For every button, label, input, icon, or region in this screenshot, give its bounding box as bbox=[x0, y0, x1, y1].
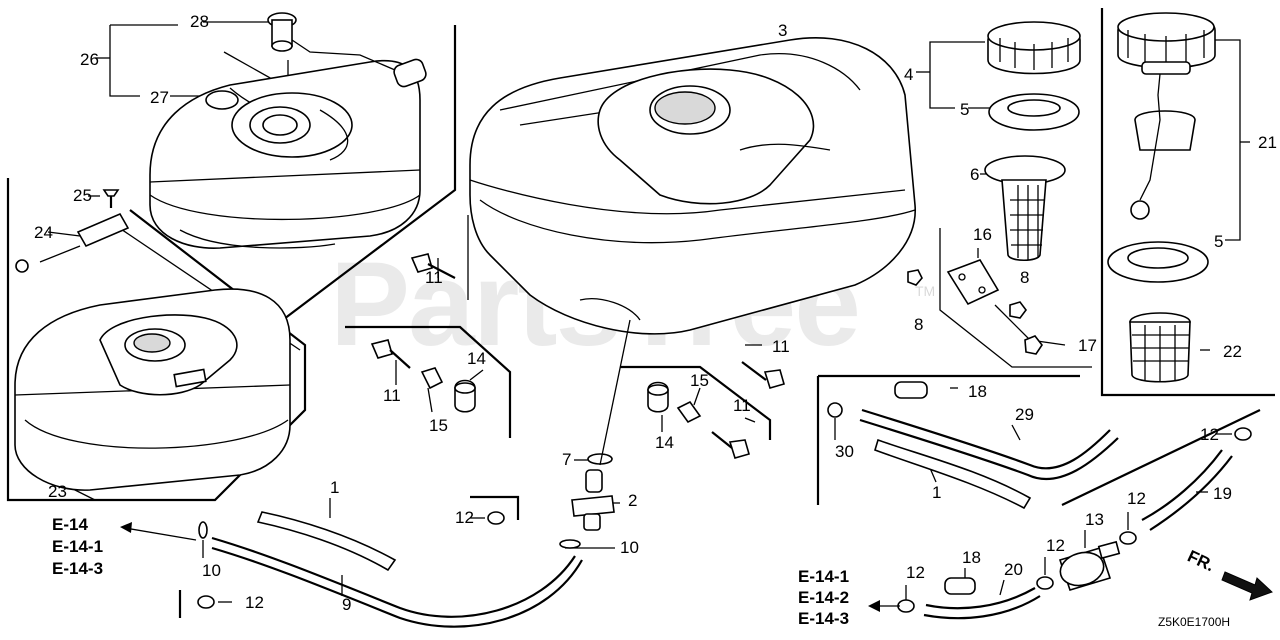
collar-part-15[interactable] bbox=[420, 367, 702, 424]
nut-part-17[interactable] bbox=[1024, 335, 1043, 355]
part-number-label-11[interactable]: 11 bbox=[733, 396, 751, 415]
part-number-label-11[interactable]: 11 bbox=[772, 337, 790, 356]
part-number-label-9[interactable]: 9 bbox=[342, 595, 351, 614]
ref-right-2[interactable]: E-14-3 bbox=[798, 609, 849, 628]
fuel-tube-part-29[interactable] bbox=[859, 408, 1119, 481]
fuel-tube-part-20[interactable] bbox=[923, 587, 1041, 620]
part-number-label-20[interactable]: 20 bbox=[1004, 560, 1023, 579]
fuel-tube-part-1[interactable] bbox=[256, 438, 1032, 572]
part-number-label-17[interactable]: 17 bbox=[1078, 336, 1097, 355]
part-number-label-12[interactable]: 12 bbox=[1200, 425, 1219, 444]
part-number-label-14[interactable]: 14 bbox=[655, 433, 674, 452]
clip-part-30[interactable] bbox=[827, 402, 843, 418]
fuel-valve-part-2[interactable] bbox=[571, 469, 615, 531]
part-number-label-1[interactable]: 1 bbox=[330, 478, 339, 497]
part-number-label-12[interactable]: 12 bbox=[455, 508, 474, 527]
ref-right-1[interactable]: E-14-2 bbox=[798, 588, 849, 607]
watermark-trademark: TM bbox=[915, 283, 935, 299]
fuel-filter-part-13[interactable] bbox=[1057, 540, 1121, 591]
part-number-label-11[interactable]: 11 bbox=[425, 268, 443, 287]
arrow-right-icon bbox=[1221, 571, 1273, 601]
part-number-label-29[interactable]: 29 bbox=[1015, 405, 1034, 424]
fuel-tank-small[interactable] bbox=[149, 59, 421, 249]
part-number-label-21[interactable]: 21 bbox=[1258, 133, 1277, 152]
part-number-label-4[interactable]: 4 bbox=[904, 65, 913, 84]
clip-part-10[interactable] bbox=[198, 521, 581, 549]
strainer-part-22[interactable] bbox=[1129, 312, 1191, 383]
part-number-label-13[interactable]: 13 bbox=[1085, 510, 1104, 529]
part-number-label-15[interactable]: 15 bbox=[690, 371, 709, 390]
part-number-label-28[interactable]: 28 bbox=[190, 12, 209, 31]
part-number-label-19[interactable]: 19 bbox=[1213, 484, 1232, 503]
part-number-label-14[interactable]: 14 bbox=[467, 349, 486, 368]
part-number-label-1[interactable]: 1 bbox=[932, 483, 941, 502]
nut-part-8[interactable] bbox=[907, 269, 1027, 319]
part-number-label-5[interactable]: 5 bbox=[960, 100, 969, 119]
joint-part-18[interactable] bbox=[894, 381, 976, 595]
ref-right-0[interactable]: E-14-1 bbox=[798, 567, 849, 586]
part-number-label-7[interactable]: 7 bbox=[562, 450, 571, 469]
front-direction-indicator: FR. bbox=[1185, 546, 1273, 601]
part-number-label-2[interactable]: 2 bbox=[628, 491, 637, 510]
screw-part-25[interactable] bbox=[102, 189, 120, 208]
fuel-tube-part-19[interactable] bbox=[1141, 449, 1233, 531]
part-number-label-5[interactable]: 5 bbox=[1214, 232, 1223, 251]
part-number-label-23[interactable]: 23 bbox=[48, 482, 67, 501]
part-number-label-12[interactable]: 12 bbox=[245, 593, 264, 612]
fuel-cap-part-4[interactable] bbox=[987, 21, 1081, 75]
part-number-label-26[interactable]: 26 bbox=[80, 50, 99, 69]
part-number-label-10[interactable]: 10 bbox=[620, 538, 639, 557]
bolt-part-11[interactable] bbox=[370, 253, 785, 459]
fuel-tube-part-9[interactable] bbox=[211, 536, 583, 628]
fuel-cap-with-chain-part-21[interactable] bbox=[1117, 12, 1216, 220]
part-number-label-6[interactable]: 6 bbox=[970, 165, 979, 184]
front-label: FR. bbox=[1185, 546, 1218, 575]
ref-left-2[interactable]: E-14-3 bbox=[52, 559, 103, 578]
part-number-label-18[interactable]: 18 bbox=[968, 382, 987, 401]
part-number-label-15[interactable]: 15 bbox=[429, 416, 448, 435]
fuel-tank-part-23[interactable] bbox=[14, 288, 291, 491]
part-number-label-3[interactable]: 3 bbox=[778, 21, 787, 40]
part-number-label-12[interactable]: 12 bbox=[1046, 536, 1065, 555]
rubber-mount-part-14[interactable] bbox=[454, 379, 669, 413]
diagram-code: Z5K0E1700H bbox=[1158, 615, 1230, 629]
ref-left-1[interactable]: E-14-1 bbox=[52, 537, 103, 556]
valve-alignment-line bbox=[599, 319, 631, 466]
part-number-label-30[interactable]: 30 bbox=[835, 442, 854, 461]
fuel-gauge-part-28[interactable] bbox=[267, 12, 428, 88]
clip-part-12[interactable] bbox=[197, 427, 1252, 613]
fuel-strainer-part-6[interactable] bbox=[984, 155, 1066, 262]
part-number-label-10[interactable]: 10 bbox=[202, 561, 221, 580]
part-number-label-22[interactable]: 22 bbox=[1223, 342, 1242, 361]
part-number-label-24[interactable]: 24 bbox=[34, 223, 53, 242]
part-number-label-27[interactable]: 27 bbox=[150, 88, 169, 107]
plate-part-16[interactable] bbox=[946, 259, 1000, 306]
part-number-label-11[interactable]: 11 bbox=[383, 386, 401, 405]
part-number-label-16[interactable]: 16 bbox=[973, 225, 992, 244]
part-number-label-12[interactable]: 12 bbox=[1127, 489, 1146, 508]
part-number-label-8[interactable]: 8 bbox=[914, 315, 923, 334]
part-number-label-12[interactable]: 12 bbox=[906, 563, 925, 582]
part-number-label-18[interactable]: 18 bbox=[962, 548, 981, 567]
part-number-label-25[interactable]: 25 bbox=[73, 186, 92, 205]
fuel-tank-main-part-3[interactable] bbox=[469, 36, 916, 335]
float-gauge-opening bbox=[205, 90, 239, 110]
part-number-label-8[interactable]: 8 bbox=[1020, 268, 1029, 287]
deflector-part-24[interactable] bbox=[15, 212, 130, 273]
seal-part-5-b[interactable] bbox=[1107, 241, 1209, 283]
ref-left-0[interactable]: E-14 bbox=[52, 515, 88, 534]
seal-part-5-a[interactable] bbox=[988, 93, 1080, 131]
reference-arrows bbox=[120, 522, 900, 612]
